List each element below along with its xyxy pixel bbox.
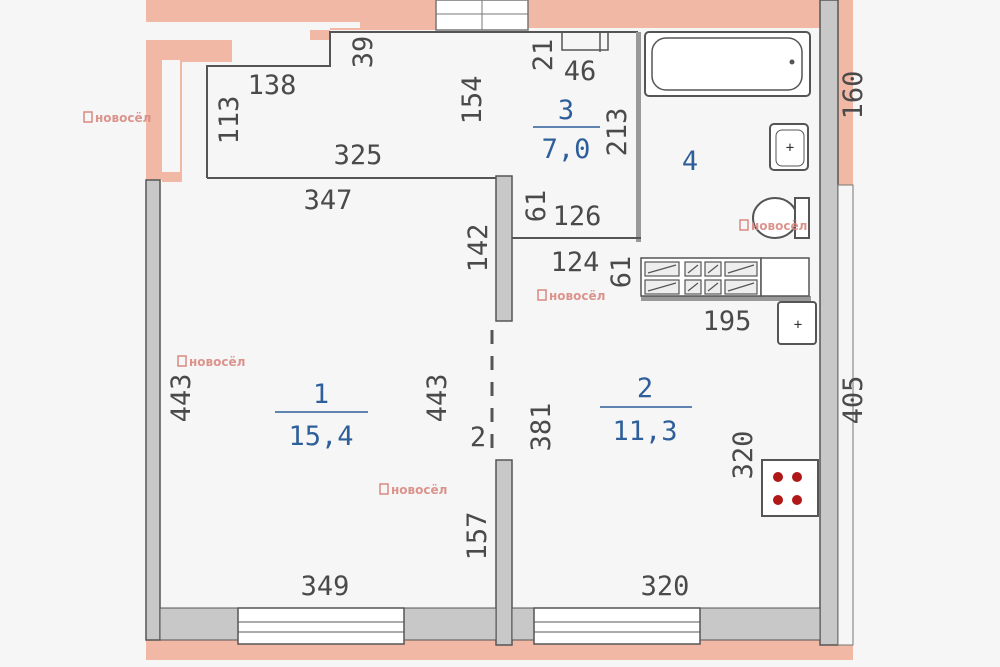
dim-label: 349 (301, 571, 350, 602)
dim-label: 46 (564, 56, 597, 87)
watermark-text: новосёл (391, 483, 447, 497)
dim-label: 195 (703, 306, 752, 337)
watermark-text: новосёл (549, 289, 605, 303)
brick-wall-left (146, 40, 162, 180)
watermark-text: новосёл (95, 111, 151, 125)
dim-label: 157 (462, 512, 493, 561)
dim-label: 443 (166, 374, 197, 423)
brick-wall-bottom (146, 640, 853, 660)
dim-label: 320 (641, 571, 690, 602)
right-outer-strip (837, 184, 854, 646)
watermark-text: новосёл (751, 219, 807, 233)
svg-text:+: + (786, 140, 794, 156)
house-logo-icon (379, 483, 389, 495)
dim-label: 325 (334, 140, 383, 171)
watermark: новосёл новосёл новосёл новосёл новосёл (83, 111, 807, 497)
dim-label: 61 (521, 190, 552, 223)
dim-label: 154 (457, 76, 488, 125)
dim-label: 142 (463, 224, 494, 273)
dim-label: 405 (838, 376, 869, 425)
niche-shelf (561, 31, 609, 51)
brick-wall-top (146, 0, 436, 22)
house-logo-icon (177, 355, 187, 367)
dim-label: 320 (728, 431, 759, 480)
cooktop (761, 459, 819, 517)
room-2-number: 2 (637, 373, 653, 404)
room-3-area: 7,0 (542, 134, 591, 165)
house-logo-icon (739, 219, 749, 231)
window-bottom-right (511, 607, 821, 645)
room-4-number: 4 (682, 146, 698, 177)
hall-outline (206, 31, 638, 178)
svg-text:+: + (794, 317, 802, 333)
kitchen-sink (777, 301, 817, 345)
dim-label: 126 (553, 201, 602, 232)
room-1-area: 15,4 (288, 421, 353, 452)
bathroom-bottom-wall (641, 296, 811, 301)
left-wall (145, 179, 161, 641)
brick-wall-top-right (528, 0, 820, 28)
house-logo-icon (83, 111, 93, 123)
dim-label: 138 (248, 70, 297, 101)
dim-label: 381 (526, 403, 557, 452)
dim-label: 124 (551, 247, 600, 278)
window-bottom-left (159, 607, 497, 645)
dim-label: 347 (304, 185, 353, 216)
house-logo-icon (537, 289, 547, 301)
dim-label: 160 (838, 71, 869, 120)
dim-label: 213 (602, 108, 633, 157)
bathroom-wall (636, 32, 641, 242)
partition-upper (495, 175, 513, 322)
room-3-number: 3 (558, 95, 574, 126)
brick-wall-right-top (838, 0, 853, 185)
room-2-area: 11,3 (612, 416, 677, 447)
watermark-text: новосёл (189, 355, 245, 369)
dimension-labels: 39 21 46 138 154 113 213 325 347 61 126 … (166, 36, 869, 602)
dim-label: 113 (214, 96, 245, 145)
dim-label: 39 (348, 36, 379, 69)
right-wall (819, 0, 839, 646)
dim-label: 443 (422, 374, 453, 423)
room-1-number: 1 (313, 379, 329, 410)
dim-label: 61 (606, 256, 637, 289)
dim-label: 21 (528, 39, 559, 72)
dim-label: 2 (470, 422, 486, 453)
partition-lower (495, 459, 513, 646)
